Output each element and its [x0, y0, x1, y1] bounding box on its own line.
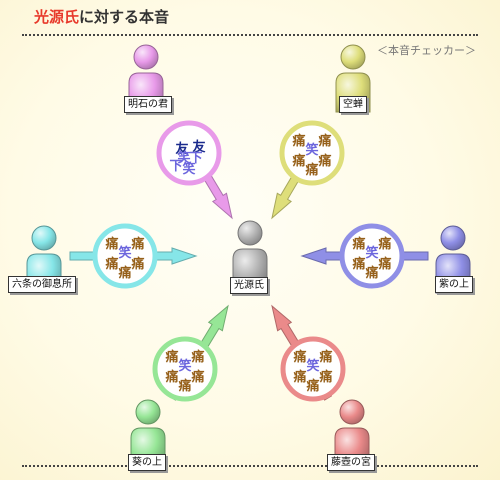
title-highlight: 光源氏	[34, 8, 80, 26]
feeling-bubble: 友友笑下下笑	[156, 120, 222, 186]
feeling-char: 痛	[292, 369, 306, 385]
person-name-label: 空蝉	[339, 96, 367, 113]
feeling-char: 痛	[130, 256, 144, 272]
feeling-char: 痛	[304, 162, 318, 178]
feeling-char: 笑	[365, 245, 378, 261]
feeling-char: 痛	[318, 369, 332, 385]
person-name-label: 明石の君	[124, 96, 172, 113]
feeling-char: 笑	[177, 150, 190, 166]
subtitle: ＜本音チェッカー＞	[377, 44, 476, 57]
person-name-label: 葵の上	[128, 454, 166, 471]
feeling-char: 笑	[118, 245, 131, 261]
feeling-char: 下	[169, 159, 182, 174]
feeling-char: 痛	[377, 256, 391, 272]
feeling-bubble: 痛痛笑痛痛痛	[339, 223, 405, 289]
feeling-char: 友	[175, 141, 188, 157]
feeling-char: 痛	[190, 349, 204, 365]
feeling-char: 笑	[182, 161, 195, 177]
feeling-char: 痛	[305, 378, 319, 394]
feeling-char: 痛	[104, 236, 118, 252]
feeling-char: 痛	[117, 265, 131, 281]
feeling-char: 痛	[351, 256, 365, 272]
feeling-char: 痛	[292, 349, 306, 365]
person-name-label: 六条の御息所	[8, 276, 76, 293]
feeling-char: 痛	[177, 378, 191, 394]
title-rest: に対する本音	[79, 8, 170, 26]
top-dotted-divider	[22, 34, 478, 36]
feeling-char: 笑	[306, 358, 319, 374]
page-title: 光源氏に対する本音	[34, 6, 169, 27]
feeling-bubble: 痛痛笑痛痛痛	[152, 336, 218, 402]
feeling-char: 痛	[104, 256, 118, 272]
feeling-char: 痛	[190, 369, 204, 385]
feeling-char: 痛	[364, 265, 378, 281]
feeling-char: 痛	[130, 236, 144, 252]
feeling-char: 痛	[318, 349, 332, 365]
person-name-label: 藤壺の宮	[327, 454, 375, 471]
feeling-char: 痛	[317, 133, 331, 149]
person-name-label: 紫の上	[435, 276, 473, 293]
feeling-char: 痛	[291, 153, 305, 169]
feeling-char: 痛	[164, 369, 178, 385]
person-name-label: 光源氏	[230, 277, 268, 294]
feeling-char: 下	[189, 151, 202, 166]
feeling-bubble: 痛痛笑痛痛痛	[92, 223, 158, 289]
feeling-char: 痛	[164, 349, 178, 365]
bottom-dotted-divider	[22, 465, 478, 467]
feeling-char: 痛	[291, 133, 305, 149]
feeling-char: 痛	[317, 153, 331, 169]
feeling-char: 痛	[377, 236, 391, 252]
feeling-bubble: 痛痛笑痛痛痛	[280, 336, 346, 402]
feeling-char: 笑	[305, 142, 318, 158]
feeling-bubble: 痛痛笑痛痛痛	[279, 120, 345, 186]
feeling-char: 友	[192, 139, 205, 155]
feeling-char: 笑	[178, 358, 191, 374]
feeling-char: 痛	[351, 236, 365, 252]
